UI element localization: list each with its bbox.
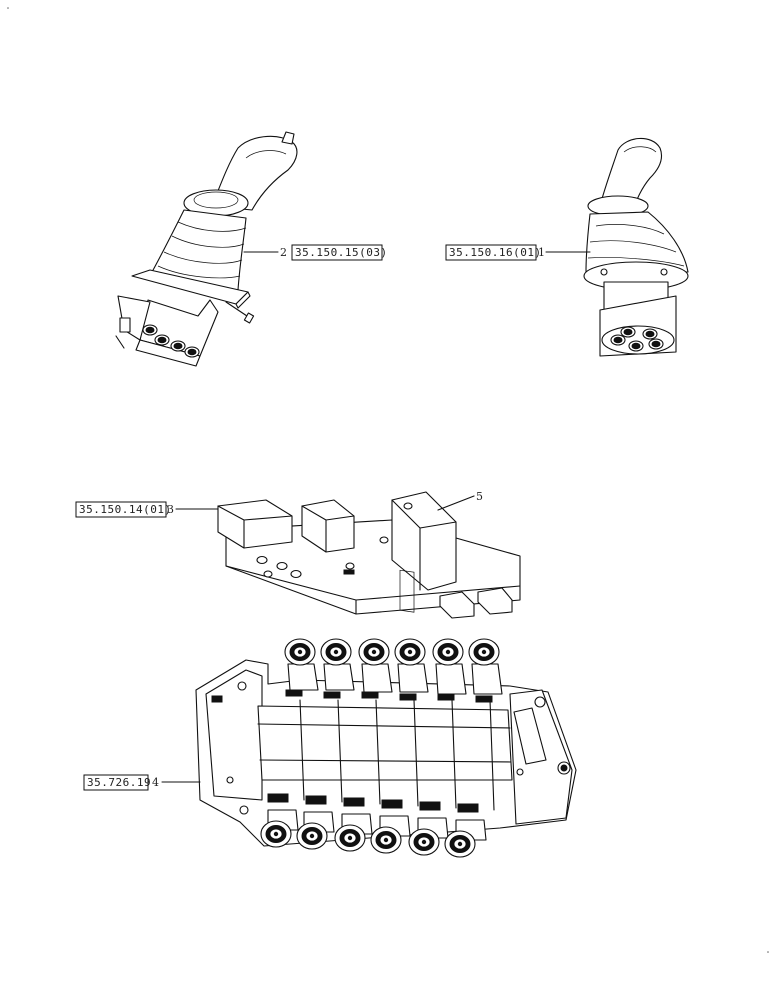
joystick-right-icon — [583, 137, 689, 357]
corner-mark — [7, 7, 9, 9]
callout-item-1: 35.150.16(01) 1 — [445, 244, 591, 261]
item-number: 4 — [152, 776, 159, 789]
reference-code: 35.150.14(01) — [79, 503, 172, 516]
callout-item-3: 35.150.14(01) 3 — [75, 501, 219, 518]
callout-item-4: 35.726.19 4 — [83, 774, 201, 791]
corner-mark — [767, 951, 769, 953]
callout-item-5: 5 — [437, 490, 483, 511]
item-number: 2 — [280, 246, 287, 259]
callout-item-2: 2 35.150.15(03) — [243, 244, 388, 261]
item-number: 1 — [538, 246, 545, 259]
joystick-left-icon — [115, 131, 298, 367]
reference-code: 35.726.19 — [87, 776, 151, 789]
reference-code: 35.150.16(01) — [449, 246, 542, 259]
item-number: 3 — [167, 503, 174, 516]
connector-cover-icon — [391, 491, 457, 613]
control-valve-block-icon — [195, 638, 577, 858]
pilot-valve-plate-icon — [217, 499, 521, 619]
reference-code: 35.150.15(03) — [295, 246, 388, 259]
item-number: 5 — [476, 490, 483, 503]
